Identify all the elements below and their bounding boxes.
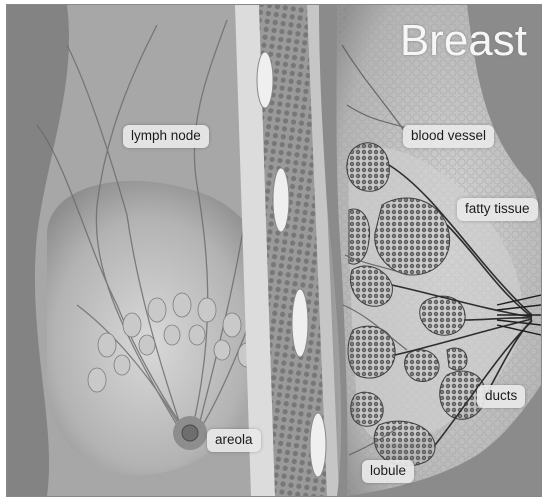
label-blood-vessel: blood vessel bbox=[403, 125, 494, 148]
diagram-title: Breast bbox=[400, 19, 527, 63]
label-lobule: lobule bbox=[362, 460, 414, 483]
label-areola: areola bbox=[207, 429, 261, 452]
breast-anatomy-illustration: Breast lymph node blood vessel fatty tis… bbox=[6, 4, 542, 497]
label-ducts: ducts bbox=[477, 385, 525, 408]
label-fatty-tissue: fatty tissue bbox=[457, 198, 538, 221]
label-lymph-node: lymph node bbox=[123, 125, 209, 148]
nipple-shape bbox=[182, 425, 198, 441]
anatomy-artwork bbox=[7, 5, 541, 496]
